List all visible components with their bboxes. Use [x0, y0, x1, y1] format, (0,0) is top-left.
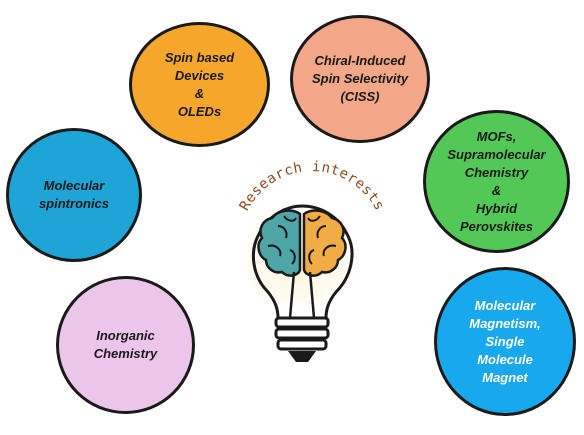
topic-spin-devices-line-1: Spin based [164, 49, 235, 65]
topic-spintronics-line-2: spintronics [38, 196, 110, 211]
topic-magnetism-line-5: Magnet [482, 369, 528, 385]
topic-molecular-spintronics: Molecular spintronics [6, 128, 142, 262]
topic-spintronics-line-1: Molecular [43, 178, 105, 193]
topic-mofs-line-4: & [491, 182, 502, 198]
brain-right-folds [307, 215, 337, 265]
topic-molecular-magnetism-smm: Molecular Magnetism, Single Molecule Mag… [434, 267, 576, 416]
topic-spin-devices-line-3: & [194, 85, 205, 101]
topic-inorganic-chemistry: Inorganic Chemistry [56, 276, 195, 414]
bulb-base [274, 316, 330, 362]
topic-inorganic-line-2: Chemistry [93, 346, 158, 361]
topic-ciss: Chiral-Induced Spin Selectivity (CISS) [290, 15, 430, 143]
topic-ciss-line-1: Chiral-Induced [314, 53, 406, 68]
topic-mofs-supramolecular-perovskites: MOFs, Supramolecular Chemistry & Hybrid … [423, 110, 570, 253]
topic-ciss-line-3: (CISS) [340, 89, 380, 104]
topic-mofs-line-3: Chemistry [464, 164, 529, 180]
topic-magnetism-line-3: Single [485, 333, 525, 349]
topic-spin-devices-line-4: OLEDs [177, 103, 222, 119]
brain-right-hemisphere [302, 209, 347, 277]
topic-magnetism-line-1: Molecular [474, 297, 536, 313]
brain-left-folds [267, 215, 297, 265]
topic-magnetism-line-2: Magnetism, [469, 315, 541, 331]
topic-spin-devices-line-2: Devices [174, 67, 225, 83]
topic-spin-devices-oleds: Spin based Devices & OLEDs [129, 22, 270, 147]
topic-mofs-line-1: MOFs, [476, 128, 517, 144]
topic-ciss-line-2: Spin Selectivity [311, 71, 409, 86]
topic-mofs-line-5: Hybrid [475, 200, 518, 216]
topic-mofs-line-2: Supramolecular [447, 146, 546, 162]
brain-left-hemisphere [257, 209, 302, 277]
topic-mofs-line-6: Perovskites [460, 218, 533, 234]
topic-inorganic-line-1: Inorganic [96, 328, 155, 343]
topic-magnetism-line-4: Molecule [477, 351, 533, 367]
bulb-filament [288, 271, 316, 319]
